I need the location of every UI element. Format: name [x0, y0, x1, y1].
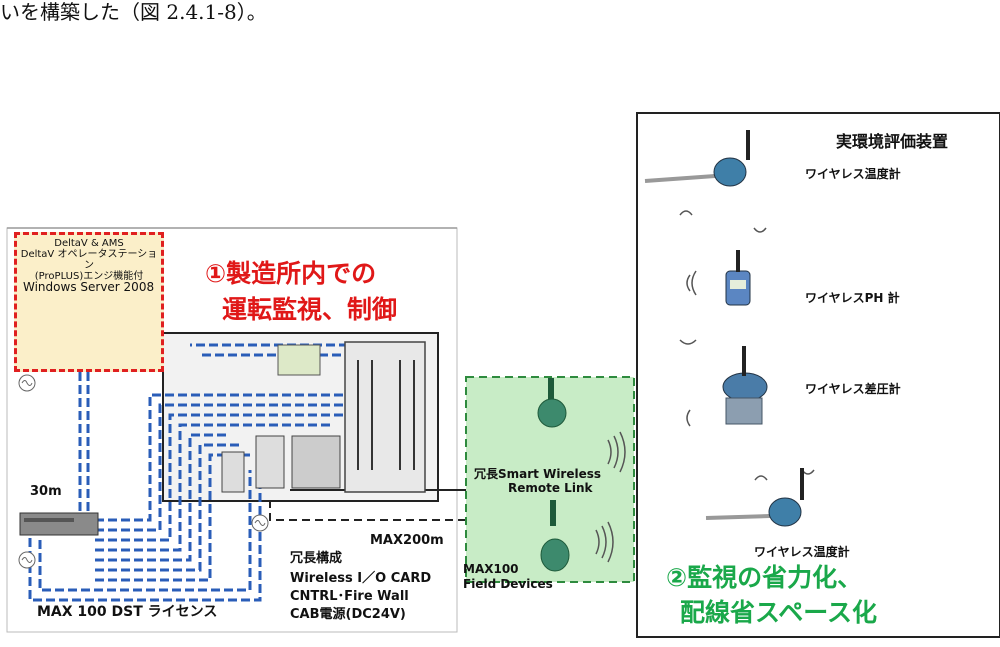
- redundant-title: 冗長構成: [290, 551, 343, 566]
- gateway-antenna-bottom: [540, 500, 570, 572]
- io-card-mid: [255, 435, 285, 489]
- power-symbol-1: [18, 374, 36, 392]
- eval-device-2: ワイヤレスPH 計: [805, 291, 900, 305]
- note1-line1: ①製造所内での: [205, 259, 377, 288]
- eval-title: 実環境評価装置: [836, 132, 949, 151]
- power-symbol-2: [18, 551, 36, 569]
- gateway-antenna-top: [537, 378, 567, 428]
- distance-label: 30m: [30, 484, 62, 499]
- redundant-line1: Wireless I／O CARD: [290, 571, 432, 586]
- eval-device-3: ワイヤレス差圧計: [805, 382, 901, 396]
- server-line3: (ProPLUS)エンジ機能付: [34, 271, 144, 282]
- network-switch: [19, 512, 99, 536]
- remote-link-line2: Remote Link: [508, 481, 593, 495]
- signal-waves: [595, 210, 815, 563]
- caption-text: いを構築した（図 2.4.1-8）。: [0, 0, 267, 24]
- field-devices-line2: Field Devices: [463, 577, 553, 591]
- server-line4: Windows Server 2008: [23, 280, 155, 294]
- server-line2: DeltaV オペレータステーション: [20, 249, 158, 271]
- wireless-thermometer-1: [644, 130, 750, 187]
- note2-line2: 配線省スペース化: [680, 598, 878, 627]
- redundant-line3: CAB電源(DC24V): [290, 607, 406, 622]
- wireless-thermometer-2: [705, 468, 804, 527]
- io-card-block: [291, 435, 341, 489]
- wireless-diff-pressure: [722, 346, 768, 425]
- eval-device-1: ワイヤレス温度計: [805, 167, 901, 181]
- license-label: MAX 100 DST ライセンス: [37, 604, 218, 620]
- power-module: [277, 344, 321, 376]
- io-card-left: [221, 451, 245, 493]
- redundant-line2: CNTRL･Fire Wall: [290, 589, 409, 604]
- field-devices-line1: MAX100: [463, 562, 519, 576]
- note1-line2: 運転監視、制御: [222, 295, 398, 324]
- eval-device-4: ワイヤレス温度計: [754, 545, 850, 559]
- server-line1: DeltaV & AMS: [54, 238, 124, 249]
- wireless-ph-meter: [725, 250, 751, 306]
- remote-link-line1: 冗長Smart Wireless: [474, 467, 602, 481]
- max200m-label: MAX200m: [370, 533, 444, 548]
- eval-panel-frame: [636, 112, 1000, 638]
- power-symbol-3: [251, 514, 269, 532]
- server-box: DeltaV & AMS DeltaV オペレータステーション (ProPLUS…: [14, 232, 164, 372]
- note2-line1: ②監視の省力化、: [666, 563, 863, 592]
